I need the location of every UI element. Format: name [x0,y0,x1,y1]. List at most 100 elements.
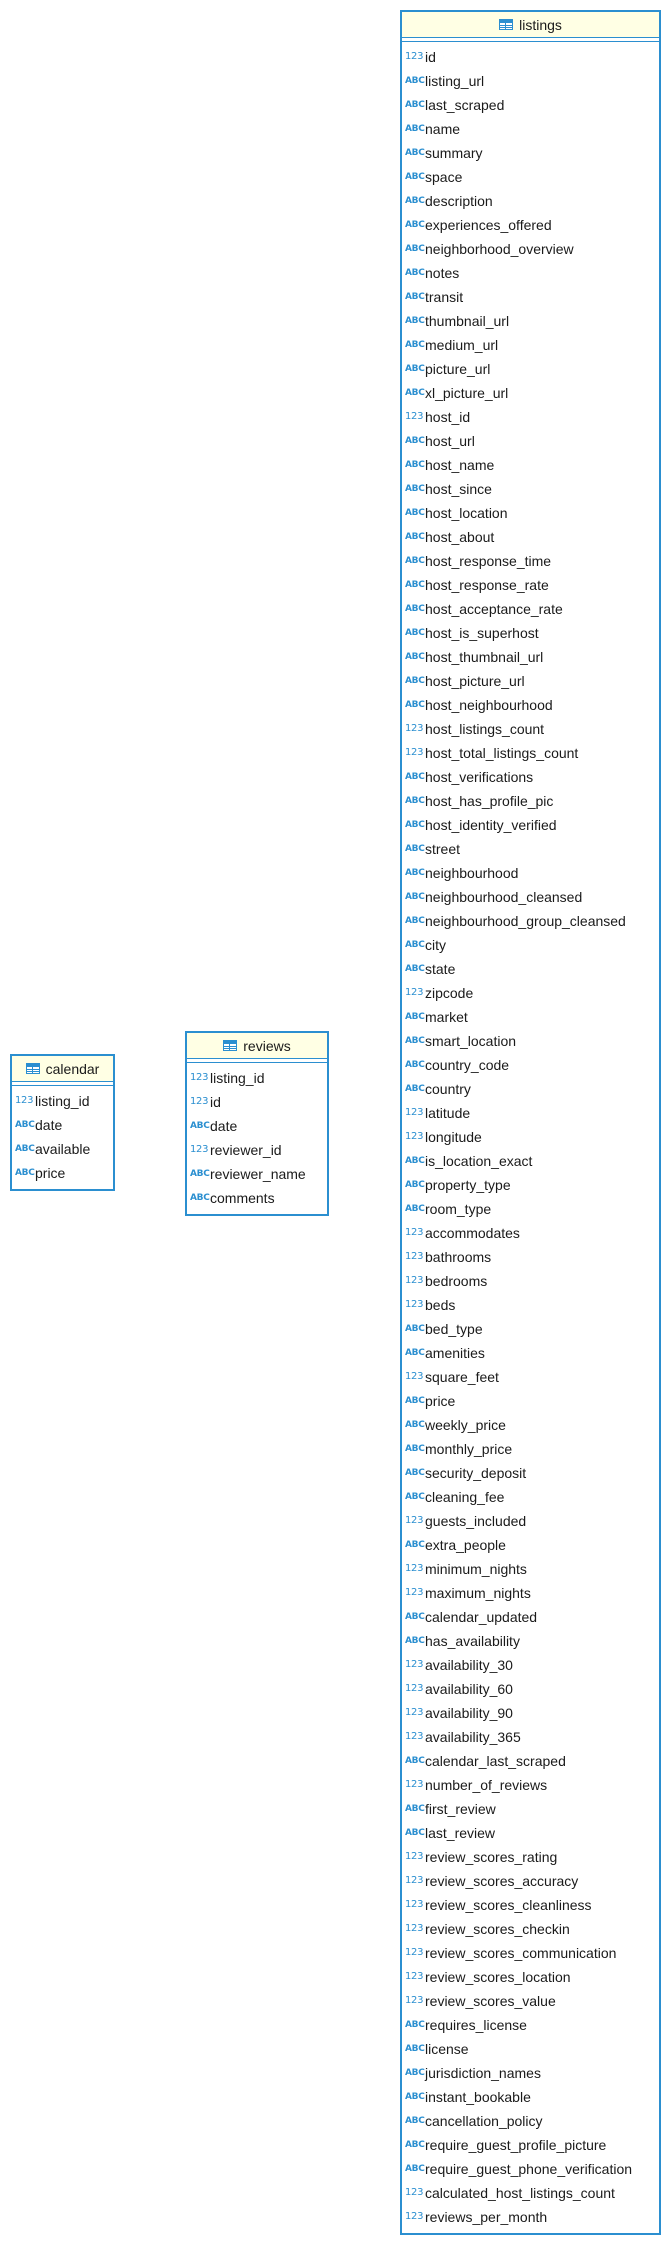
table-header[interactable]: calendar [12,1056,113,1082]
table-header[interactable]: reviews [187,1033,327,1059]
table-header[interactable]: listings [402,12,659,38]
